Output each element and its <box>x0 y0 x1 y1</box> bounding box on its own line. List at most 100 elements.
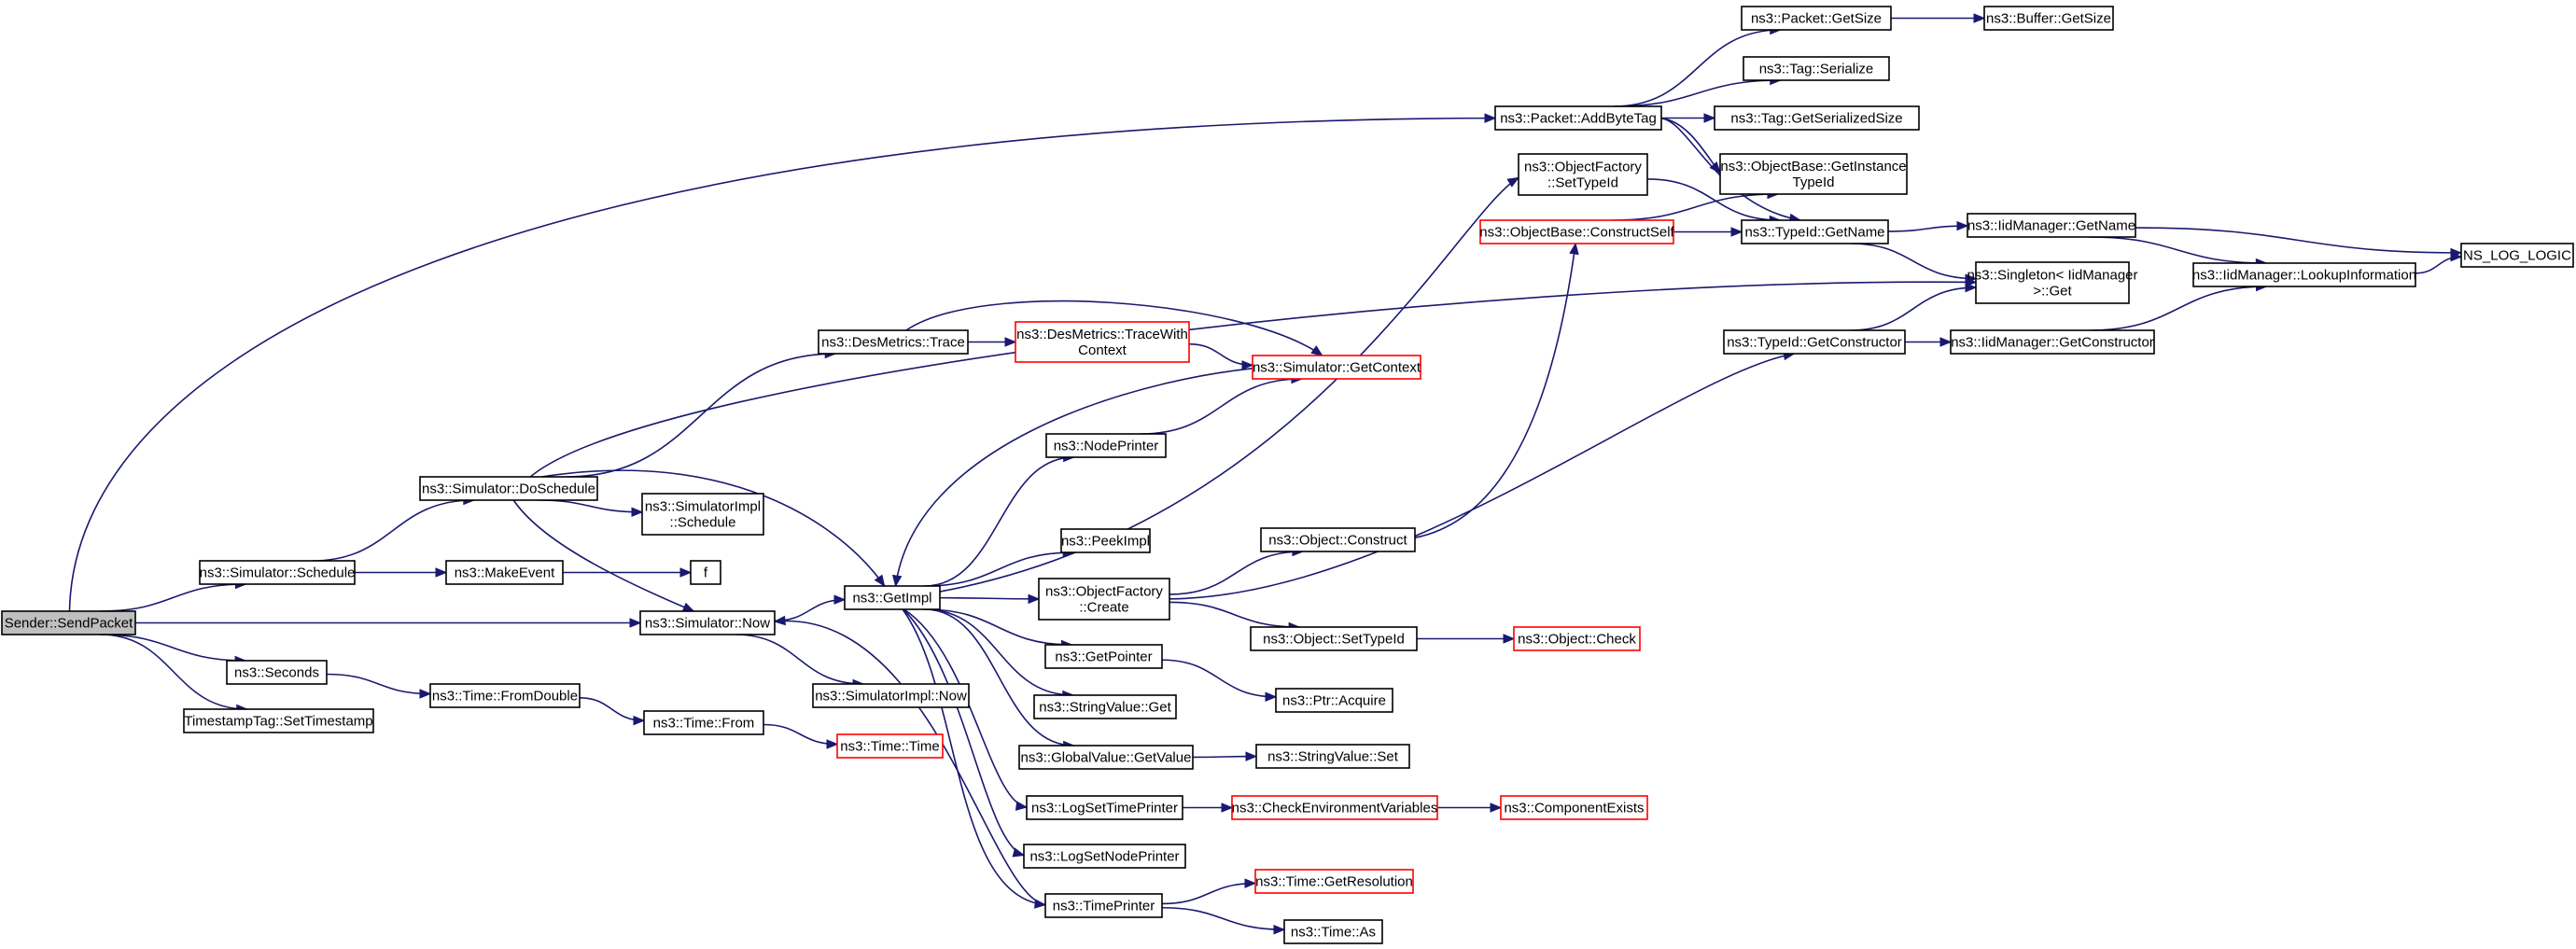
arrowhead <box>2450 251 2463 262</box>
arrowhead <box>874 574 886 588</box>
node-box <box>1950 329 2155 355</box>
node-destrace[interactable]: ns3::DesMetrics::Trace <box>818 329 969 355</box>
node-getimpl[interactable]: ns3::GetImpl <box>844 585 941 610</box>
node-nslog[interactable]: NS_LOG_LOGIC <box>2460 243 2574 268</box>
node-addbytetag[interactable]: ns3::Packet::AddByteTag <box>1494 105 1662 131</box>
node-logsetnodeprinter[interactable]: ns3::LogSetNodePrinter <box>1023 844 1186 869</box>
node-componentexists[interactable]: ns3::ComponentExists <box>1500 795 1648 820</box>
node-doschedule[interactable]: ns3::Simulator::DoSchedule <box>419 476 598 501</box>
node-typeidgetctor[interactable]: ns3::TypeId::GetConstructor <box>1723 329 1906 355</box>
node-timeas[interactable]: ns3::Time::As <box>1283 919 1383 944</box>
edge-line <box>774 620 1046 906</box>
edge-line <box>1169 601 1300 628</box>
arrowhead <box>1028 593 1041 605</box>
arrowhead <box>1965 273 1978 284</box>
edge-line <box>924 608 1074 747</box>
node-sendpacket[interactable]: Sender::SendPacket <box>1 610 136 635</box>
node-logsettimeprinter[interactable]: ns3::LogSetTimePrinter <box>1026 795 1183 820</box>
node-taggetsersize[interactable]: ns3::Tag::GetSerializedSize <box>1714 105 1920 131</box>
edge-line <box>326 673 431 695</box>
node-stringvalueget[interactable]: ns3::StringValue::Get <box>1033 694 1177 719</box>
node-label: ::Create <box>1079 600 1128 616</box>
node-objconstruct[interactable]: ns3::Object::Construct <box>1260 527 1416 552</box>
node-buffergetsize[interactable]: ns3::Buffer::GetSize <box>1983 6 2114 31</box>
arrowhead <box>1709 161 1721 174</box>
node-box <box>1741 6 1892 31</box>
node-nodeprinter[interactable]: ns3::NodePrinter <box>1045 433 1167 458</box>
node-box <box>1252 355 1421 380</box>
node-box <box>429 683 581 708</box>
node-simimplnow[interactable]: ns3::SimulatorImpl::Now <box>812 683 970 708</box>
node-settimestamp[interactable]: TimestampTag::SetTimestamp <box>183 708 374 733</box>
node-iidgetctor[interactable]: ns3::IidManager::GetConstructor <box>1950 329 2155 355</box>
edge-getimpl-to-logsetnodeprinter <box>903 608 1026 858</box>
node-getresolution[interactable]: ns3::Time::GetResolution <box>1254 869 1414 894</box>
node-tagserialize[interactable]: ns3::Tag::Serialize <box>1743 56 1890 81</box>
node-timetime[interactable]: ns3::Time::Time <box>836 733 944 759</box>
node-stringvalueset[interactable]: ns3::StringValue::Set <box>1255 744 1410 769</box>
node-label: ns3::Time::FromDouble <box>432 689 578 705</box>
node-ofcreate[interactable]: ns3::ObjectFactory::Create <box>1038 578 1170 621</box>
node-fromdouble[interactable]: ns3::Time::FromDouble <box>429 683 581 708</box>
node-singletonget[interactable]: ns3::Singleton< IidManager >::Get <box>1967 261 2138 304</box>
node-getcontext[interactable]: ns3::Simulator::GetContext <box>1252 355 1421 380</box>
node-f[interactable]: f <box>690 560 721 585</box>
node-makeevent[interactable]: ns3::MakeEvent <box>445 560 564 585</box>
edge-line <box>939 176 1519 593</box>
node-peekimpl[interactable]: ns3::PeekImpl <box>1060 528 1151 553</box>
node-getpointer[interactable]: ns3::GetPointer <box>1044 644 1163 669</box>
edge-line <box>903 608 1025 857</box>
node-lookupinfo[interactable]: ns3::IidManager::LookupInformation <box>2192 262 2416 287</box>
edge-line <box>1161 906 1285 931</box>
edge-line <box>903 608 1028 808</box>
node-box <box>1743 56 1890 81</box>
arrowhead <box>1015 801 1029 811</box>
arrowhead <box>1244 878 1257 888</box>
node-seconds[interactable]: ns3::Seconds <box>226 660 328 685</box>
node-now[interactable]: ns3::Simulator::Now <box>639 610 776 635</box>
node-label: ns3::Time::Time <box>840 739 939 755</box>
arrowhead <box>1310 345 1323 356</box>
edge-ofcreate-to-objconstruct <box>1169 546 1305 595</box>
node-box <box>812 683 970 708</box>
edge-fromdouble-to-timefrom <box>579 697 646 726</box>
edge-doschedule-to-destrace <box>566 348 837 478</box>
node-iidgetname[interactable]: ns3::IidManager::GetName <box>1967 213 2136 238</box>
arrowhead <box>1221 802 1234 813</box>
node-sched[interactable]: ns3::Simulator::Schedule <box>199 560 356 585</box>
node-objcheck[interactable]: ns3::Object::Check <box>1513 626 1641 651</box>
edge-typeidgetname-to-iidgetname <box>1887 220 1969 232</box>
node-simimplschedule[interactable]: ns3::SimulatorImpl::Schedule <box>641 493 764 536</box>
arrowhead <box>1273 925 1286 935</box>
node-ptracquire[interactable]: ns3::Ptr::Acquire <box>1275 688 1393 713</box>
node-typeidgetname[interactable]: ns3::TypeId::GetName <box>1741 219 1889 244</box>
node-ofsettypeid[interactable]: ns3::ObjectFactory::SetTypeId <box>1518 153 1648 196</box>
node-constructself[interactable]: ns3::ObjectBase::ConstructSelf <box>1479 219 1675 244</box>
node-packetgetsize[interactable]: ns3::Packet::GetSize <box>1741 6 1892 31</box>
arrowhead <box>419 689 432 699</box>
edge-addbytetag-to-taggetsersize <box>1661 113 1716 123</box>
edge-line <box>1646 178 1781 221</box>
edge-line <box>1887 225 1968 232</box>
edge-line <box>566 353 836 478</box>
node-label: ns3::Simulator::Schedule <box>200 565 356 581</box>
edge-destrace-to-getcontext <box>905 300 1323 356</box>
node-label: ns3::Time::GetResolution <box>1255 874 1413 890</box>
node-timefrom[interactable]: ns3::Time::From <box>643 710 764 735</box>
edge-line <box>1414 243 1576 539</box>
node-box <box>1038 578 1170 621</box>
node-box <box>1714 105 1920 131</box>
nodes-layer: Sender::SendPacket ns3::Packet::AddByteTa… <box>1 6 2574 944</box>
edge-line <box>924 551 1074 587</box>
node-objsettypeid[interactable]: ns3::Object::SetTypeId <box>1250 626 1418 651</box>
edge-sendpacket-to-seconds <box>99 634 247 666</box>
edge-doschedule-to-getimpl <box>541 469 886 588</box>
edge-getcontext-to-getimpl <box>891 368 1253 588</box>
node-checkenv[interactable]: ns3::CheckEnvironmentVariables <box>1231 795 1438 820</box>
node-label: ns3::IidManager::GetName <box>1967 218 2135 234</box>
node-timeprinter[interactable]: ns3::TimePrinter <box>1044 893 1163 918</box>
node-gvgetvalue[interactable]: ns3::GlobalValue::GetValue <box>1018 745 1194 770</box>
arrowhead <box>1265 691 1278 702</box>
